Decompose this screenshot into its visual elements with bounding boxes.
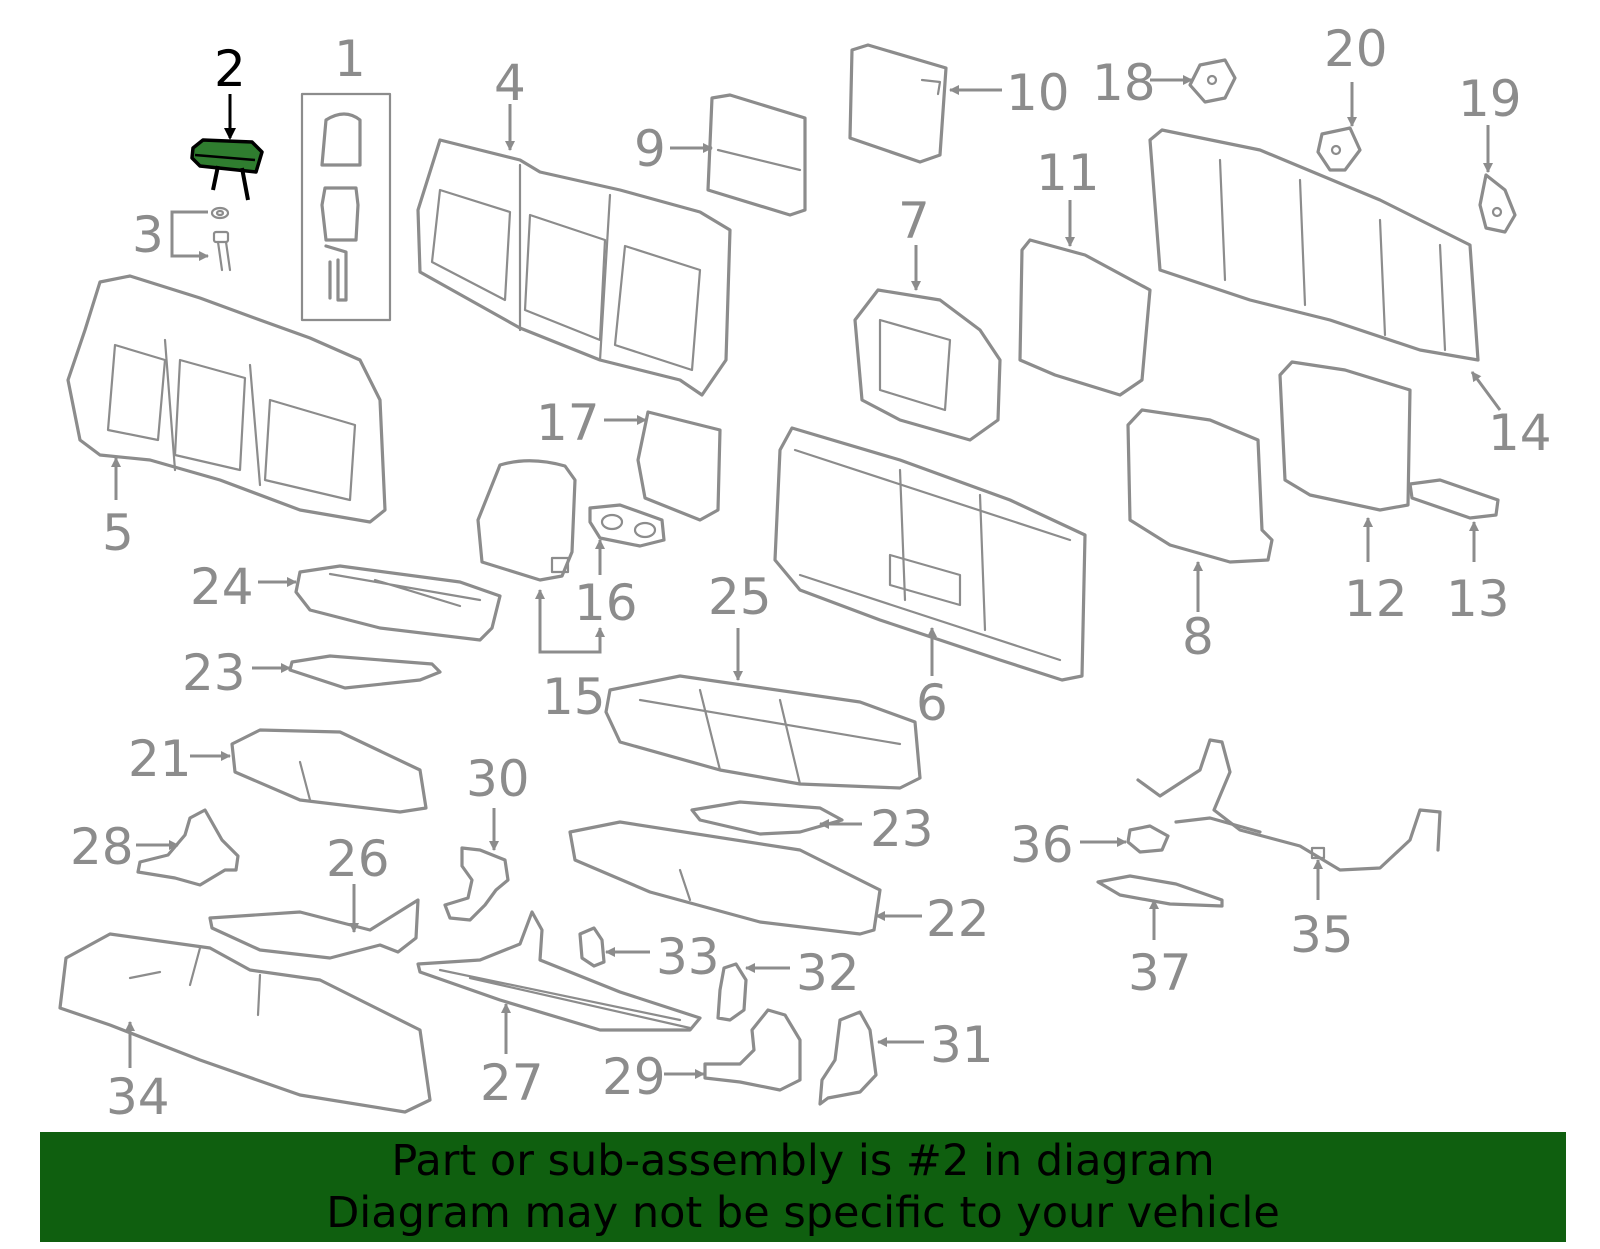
part-8-panel[interactable] <box>1126 408 1274 564</box>
part-10-panel[interactable] <box>848 43 948 164</box>
callout-24: 24 <box>190 558 254 616</box>
callout-18: 18 <box>1092 54 1156 112</box>
callout-12: 12 <box>1344 570 1408 628</box>
callout-27: 27 <box>480 1054 544 1112</box>
part-28-bracket[interactable] <box>136 808 240 887</box>
part-26-tray[interactable] <box>208 898 420 960</box>
part-14-rear-panel[interactable] <box>1148 128 1480 362</box>
part-37-pad[interactable] <box>1096 874 1224 908</box>
callout-34: 34 <box>106 1068 170 1126</box>
part-19-hinge[interactable] <box>1478 173 1517 234</box>
part-12-panel[interactable] <box>1278 360 1412 512</box>
callout-5: 5 <box>102 504 134 562</box>
callout-2: 2 <box>214 40 246 98</box>
notice-banner: Part or sub-assembly is #2 in diagram Di… <box>40 1132 1566 1242</box>
part-23-pad-lower[interactable] <box>690 800 844 836</box>
callout-29: 29 <box>602 1048 666 1106</box>
callout-10: 10 <box>1006 64 1070 122</box>
part-34-trim-panel[interactable] <box>58 932 432 1114</box>
part-22-pad[interactable] <box>568 820 882 936</box>
callout-37: 37 <box>1128 944 1192 1002</box>
part-18-hinge[interactable] <box>1188 58 1237 104</box>
part-35-harness[interactable] <box>1136 738 1442 872</box>
leader-3 <box>170 210 208 256</box>
part-13-trim[interactable] <box>1408 478 1500 520</box>
callout-21: 21 <box>128 730 192 788</box>
callout-1: 1 <box>334 30 366 88</box>
parts-diagram: 1 2 3 4 5 6 7 7 8 9 10 11 12 13 14 15 16… <box>58 20 1552 1126</box>
callout-11: 11 <box>1036 144 1100 202</box>
callout-7: 7 <box>898 192 930 250</box>
callout-28: 28 <box>70 818 134 876</box>
part-17-panel[interactable] <box>636 410 722 522</box>
part-36-module[interactable] <box>1126 824 1170 854</box>
callout-33: 33 <box>656 928 720 986</box>
callout-6: 6 <box>916 674 948 732</box>
callout-20: 20 <box>1324 20 1388 78</box>
banner-line-2: Diagram may not be specific to your vehi… <box>326 1188 1280 1238</box>
callout-4: 4 <box>494 54 526 112</box>
callout-3: 3 <box>132 206 164 264</box>
callout-14: 14 <box>1488 404 1552 462</box>
part-27-tray[interactable] <box>416 910 702 1032</box>
callout-16: 16 <box>574 574 638 632</box>
callout-35: 35 <box>1290 906 1354 964</box>
part-3-fastener[interactable] <box>210 206 232 272</box>
part-32-trim[interactable] <box>716 962 748 1022</box>
part-2-headrest[interactable] <box>190 138 264 201</box>
part-15-panel[interactable] <box>476 459 577 582</box>
part-24-cushion[interactable] <box>294 564 502 642</box>
callout-23-upper: 23 <box>182 644 246 702</box>
part-33-clip[interactable] <box>578 926 606 968</box>
part-31-trim[interactable] <box>818 1010 878 1106</box>
callout-25: 25 <box>708 568 772 626</box>
callout-36: 36 <box>1010 816 1074 874</box>
part-23-pad-upper[interactable] <box>288 654 442 690</box>
callout-23-lower: 23 <box>870 800 934 858</box>
part-6-seat-frame[interactable] <box>773 426 1087 682</box>
part-29-bracket[interactable] <box>703 1008 802 1092</box>
part-5-seatback-frame[interactable] <box>66 274 387 524</box>
callout-32: 32 <box>796 944 860 1002</box>
part-9-panel[interactable] <box>706 93 807 217</box>
part-21-pad[interactable] <box>230 728 428 814</box>
callout-22: 22 <box>926 890 990 948</box>
callout-9: 9 <box>634 120 666 178</box>
part-20-hinge[interactable] <box>1316 126 1362 172</box>
callout-15: 15 <box>542 668 606 726</box>
callout-17: 17 <box>536 394 600 452</box>
banner-line-1: Part or sub-assembly is #2 in diagram <box>391 1136 1215 1186</box>
part-1-kit[interactable] <box>300 92 392 322</box>
part-30-bracket[interactable] <box>443 846 510 922</box>
part-11-pad[interactable] <box>1018 238 1152 397</box>
part-25-cushion[interactable] <box>604 674 922 790</box>
callout-30: 30 <box>466 750 530 808</box>
callout-26: 26 <box>326 830 390 888</box>
part-4-seatback-frame[interactable] <box>416 138 732 397</box>
callout-19: 19 <box>1458 70 1522 128</box>
leader-14 <box>1470 371 1502 411</box>
callout-8-label: 8 <box>1182 608 1214 666</box>
part-16-cupholder[interactable] <box>588 503 666 548</box>
callout-31: 31 <box>930 1016 994 1074</box>
part-7-bracket[interactable] <box>853 288 1002 442</box>
callout-13: 13 <box>1446 570 1510 628</box>
